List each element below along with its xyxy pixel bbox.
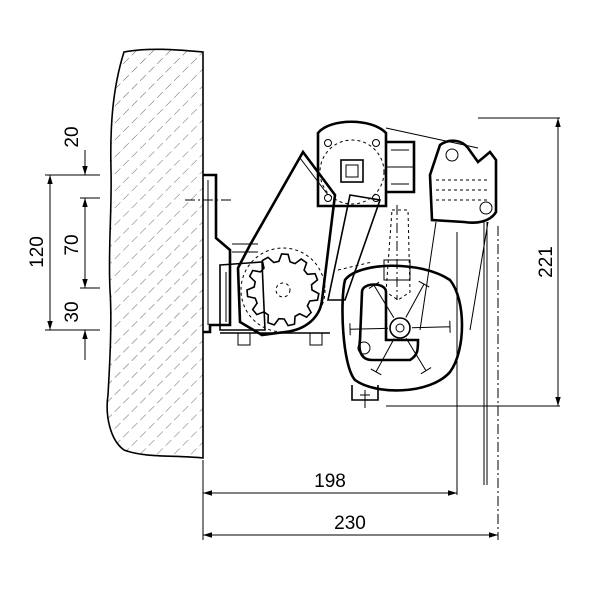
spline-gear bbox=[240, 247, 326, 333]
reference-lines bbox=[45, 117, 560, 540]
dimension-label-120: 120 bbox=[27, 236, 48, 268]
dimension-label-20: 20 bbox=[62, 126, 83, 147]
roller-end-cap bbox=[419, 139, 498, 331]
lower-hub bbox=[341, 264, 464, 408]
pivot-block bbox=[219, 261, 330, 346]
telescope-strut bbox=[383, 205, 411, 301]
dimension-label-230: 230 bbox=[334, 513, 366, 534]
dimension-label-70: 70 bbox=[62, 234, 83, 255]
dimension-label-198: 198 bbox=[314, 471, 346, 492]
wall-section bbox=[106, 48, 204, 459]
drop-rod bbox=[456, 222, 488, 495]
swing-arm-plate bbox=[236, 149, 337, 337]
dimension-label-221: 221 bbox=[536, 246, 557, 278]
dimension-label-30: 30 bbox=[62, 301, 83, 322]
top-gearbox bbox=[316, 120, 479, 208]
dimension-lines bbox=[47, 118, 561, 538]
